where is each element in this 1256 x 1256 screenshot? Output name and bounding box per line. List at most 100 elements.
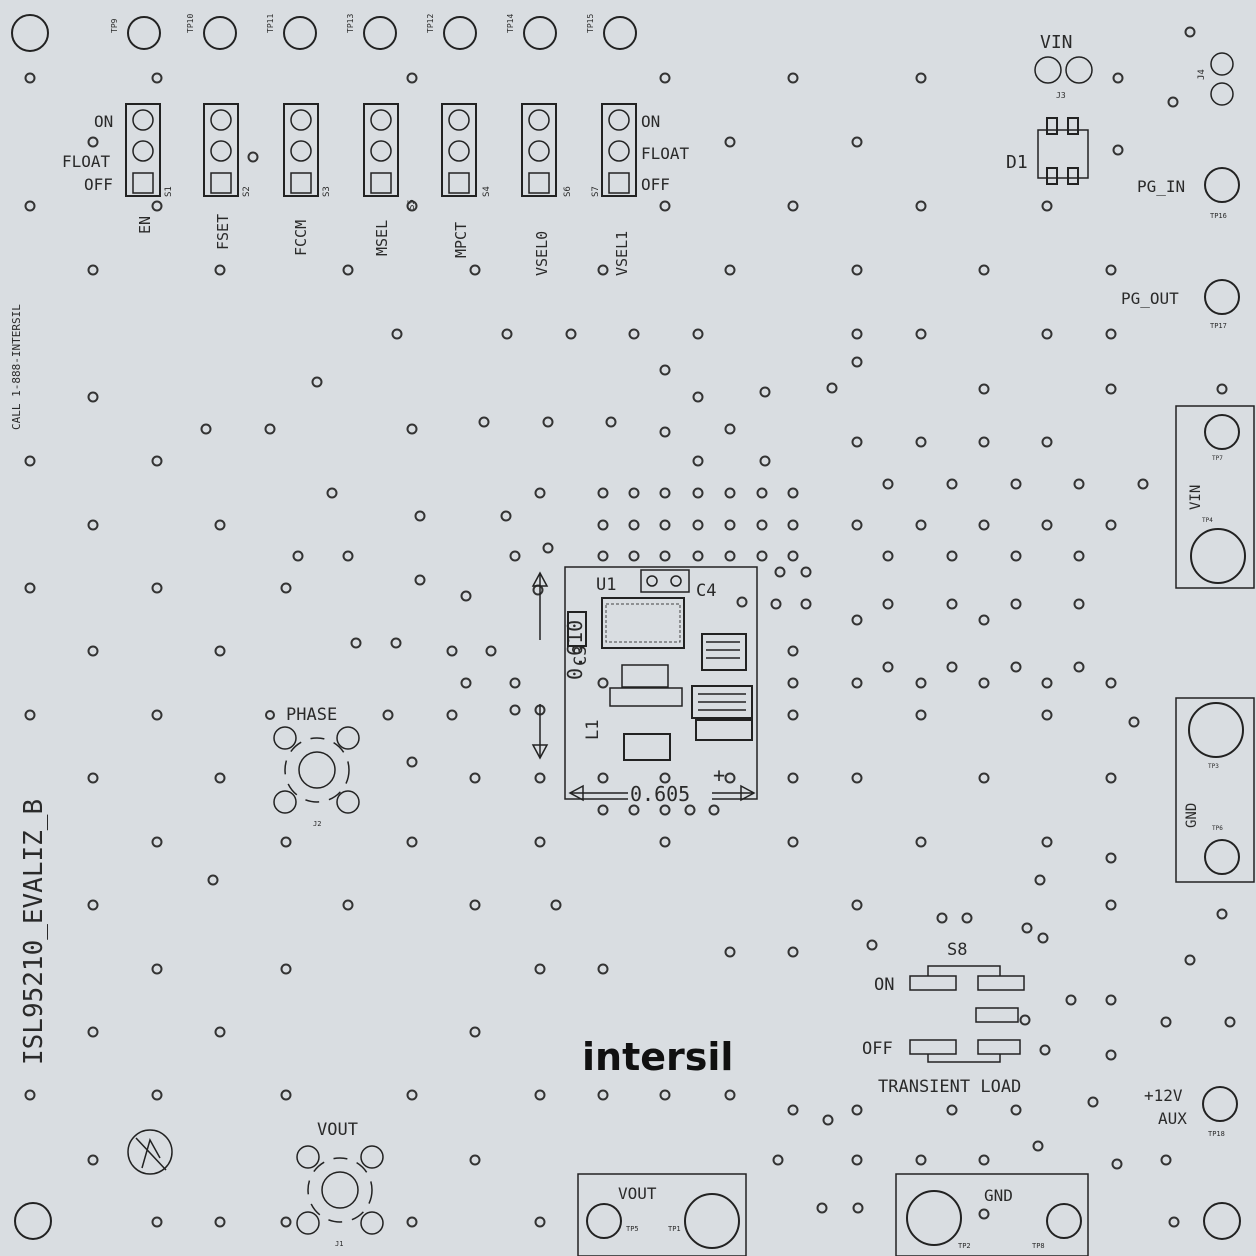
- via-hole: [1073, 478, 1085, 490]
- via-hole: [724, 946, 736, 958]
- via-hole: [1041, 436, 1053, 448]
- tp12[interactable]: TP12: [426, 14, 477, 50]
- tp15[interactable]: TP15: [586, 14, 637, 50]
- tp-label: TP15: [586, 14, 595, 33]
- pb-free-mark-icon: [127, 1129, 173, 1175]
- via-hole: [1041, 836, 1053, 848]
- aux-12v-testpoint[interactable]: +12V AUX TP18: [1144, 1086, 1238, 1138]
- via-hole: [978, 264, 990, 276]
- via-hole: [1160, 1016, 1172, 1028]
- via-hole: [816, 1202, 828, 1214]
- via-hole: [851, 772, 863, 784]
- via-hole: [1105, 994, 1117, 1006]
- via-hole: [1041, 677, 1053, 689]
- via-hole: [851, 436, 863, 448]
- switch-ref: S3: [322, 186, 332, 197]
- via-hole: [151, 72, 163, 84]
- tp13[interactable]: TP13: [346, 14, 397, 50]
- via-hole: [724, 423, 736, 435]
- switch-s8-transient[interactable]: S8 ON OFF TRANSIENT LOAD: [862, 940, 1025, 1097]
- switch-s2-fset[interactable]: S2 FSET: [203, 103, 252, 250]
- via-hole: [787, 550, 799, 562]
- via-hole: [406, 423, 418, 435]
- pg-out-testpoint[interactable]: PG_OUT TP17: [1121, 279, 1240, 330]
- via-hole: [915, 677, 927, 689]
- via-hole: [280, 1216, 292, 1228]
- vin-right-block[interactable]: TP7 VIN TP4: [1175, 405, 1255, 589]
- via-hole: [207, 874, 219, 886]
- via-hole: [597, 1089, 609, 1101]
- via-hole: [214, 1026, 226, 1038]
- via-hole: [628, 519, 640, 531]
- via-hole: [628, 550, 640, 562]
- via-hole: [1105, 852, 1117, 864]
- via-hole: [787, 200, 799, 212]
- vout-bottom-label: VOUT: [618, 1184, 657, 1203]
- via-hole: [87, 264, 99, 276]
- via-hole: [565, 328, 577, 340]
- switch-s1-en[interactable]: S1 EN: [125, 103, 174, 234]
- via-hole: [280, 1089, 292, 1101]
- via-hole: [787, 519, 799, 531]
- via-hole: [151, 963, 163, 975]
- via-hole: [1105, 772, 1117, 784]
- c3-label: C3: [571, 646, 591, 666]
- via-hole: [915, 1154, 927, 1166]
- tp11[interactable]: TP11: [266, 14, 317, 50]
- via-hole: [936, 912, 948, 924]
- via-grid: [24, 26, 1236, 1228]
- via-hole: [724, 519, 736, 531]
- board-name: ISL95210_EVALIZ_B: [19, 799, 49, 1065]
- switch-s6-vsel0[interactable]: S6 VSEL0: [521, 103, 573, 276]
- via-hole: [406, 836, 418, 848]
- tp14[interactable]: TP14: [506, 14, 557, 50]
- gnd-right-block[interactable]: TP3 GND TP6: [1175, 697, 1255, 883]
- vout-conn-ref: J1: [335, 1240, 343, 1248]
- vout-bottom-block[interactable]: VOUT TP5 TP1: [577, 1173, 747, 1256]
- via-hole: [882, 598, 894, 610]
- via-hole: [724, 772, 736, 784]
- switch-s3-fccm[interactable]: S3 FCCM: [283, 103, 332, 256]
- aux-ref: TP18: [1208, 1130, 1225, 1138]
- via-hole: [406, 1089, 418, 1101]
- aux-line1: +12V: [1144, 1086, 1183, 1105]
- tp10[interactable]: TP10: [186, 14, 237, 50]
- via-hole: [787, 645, 799, 657]
- vin-connector-j3[interactable]: VIN J3: [1034, 32, 1093, 100]
- connector-j4[interactable]: J4: [1197, 52, 1234, 106]
- via-hole: [597, 550, 609, 562]
- switch-s7-vsel1[interactable]: S7 VSEL1: [591, 103, 637, 276]
- via-hole: [264, 423, 276, 435]
- via-hole: [659, 487, 671, 499]
- via-hole: [724, 264, 736, 276]
- via-hole: [659, 1089, 671, 1101]
- via-hole: [87, 899, 99, 911]
- mounting-hole: [14, 1202, 52, 1240]
- vout-conn-label: VOUT: [317, 1120, 358, 1140]
- tp-label: TP11: [266, 14, 275, 33]
- vout-connector-j1[interactable]: VOUT J1: [296, 1120, 384, 1248]
- tp9[interactable]: TP9: [110, 16, 161, 50]
- via-hole: [151, 1216, 163, 1228]
- via-hole: [1184, 954, 1196, 966]
- switch-s5-msel[interactable]: S5 MSEL: [363, 103, 417, 256]
- via-hole: [597, 772, 609, 784]
- via-hole: [1010, 1104, 1022, 1116]
- via-hole: [724, 1089, 736, 1101]
- via-hole: [692, 519, 704, 531]
- gnd-bottom-block[interactable]: GND TP2 TP8: [895, 1173, 1089, 1256]
- via-hole: [151, 709, 163, 721]
- via-hole: [87, 1026, 99, 1038]
- switch-ref: S6: [563, 186, 573, 197]
- via-hole: [1010, 478, 1022, 490]
- phase-connector-j2[interactable]: PHASE J2: [265, 705, 360, 828]
- via-hole: [724, 487, 736, 499]
- via-hole: [800, 598, 812, 610]
- via-hole: [787, 487, 799, 499]
- gnd-bottom-ref: TP2: [958, 1242, 971, 1250]
- pg-in-testpoint[interactable]: PG_IN TP16: [1137, 167, 1240, 220]
- via-hole: [978, 677, 990, 689]
- switch-s4-mpct[interactable]: S4 MPCT: [441, 103, 492, 258]
- via-hole: [1073, 550, 1085, 562]
